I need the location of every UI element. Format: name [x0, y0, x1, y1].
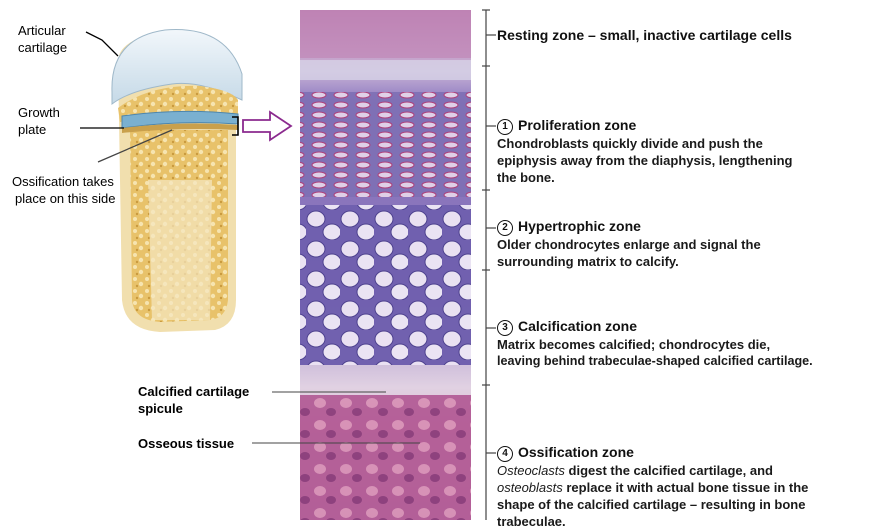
label-articular-line2: cartilage: [18, 39, 67, 56]
zone-text-line: surrounding matrix to calcify.: [497, 253, 872, 270]
number-badge: 1: [497, 119, 513, 135]
label-ossification-line2: place on this side: [12, 190, 115, 207]
label-ossification-line1: Ossification takes: [12, 173, 115, 190]
number-badge: 2: [497, 220, 513, 236]
zone-text-fragment: digest the calcified cartilage, and: [565, 463, 773, 478]
label-articular-cartilage: Articular cartilage: [18, 22, 67, 56]
label-growth-line2: plate: [18, 121, 60, 138]
number-badge: 4: [497, 446, 513, 462]
zone-brackets: [482, 10, 496, 520]
label-spicule-line2: spicule: [138, 400, 249, 417]
label-articular-line1: Articular: [18, 22, 67, 39]
label-growth-plate: Growth plate: [18, 104, 60, 138]
label-spicule-line1: Calcified cartilage: [138, 383, 249, 400]
zone-title: Proliferation zone: [518, 117, 636, 133]
label-ossification-side: Ossification takes place on this side: [12, 173, 115, 207]
zone-text-line: Matrix becomes calcified; chondrocytes d…: [497, 336, 875, 353]
label-calcified-spicule: Calcified cartilage spicule: [138, 383, 249, 417]
leader-articular: [86, 32, 118, 56]
osteoblasts-term: osteoblasts: [497, 480, 563, 495]
arrow-icon: [243, 112, 291, 140]
hypertrophic-zone: 2 Hypertrophic zone Older chondrocytes en…: [497, 218, 872, 270]
label-osseous-tissue: Osseous tissue: [138, 435, 234, 452]
zone-text-line: the bone.: [497, 169, 872, 186]
zone-text-line: epiphysis away from the diaphysis, lengt…: [497, 152, 872, 169]
zone-text-line: shape of the calcified cartilage – resul…: [497, 496, 872, 513]
proliferation-zone: 1 Proliferation zone Chondroblasts quickl…: [497, 117, 872, 186]
ossification-zone: 4 Ossification zone Osteoclasts digest th…: [497, 444, 872, 530]
bone-illustration: [112, 30, 242, 332]
label-growth-line1: Growth: [18, 104, 60, 121]
zone-text-fragment: replace it with actual bone tissue in th…: [563, 480, 809, 495]
zone-text-line: Chondroblasts quickly divide and push th…: [497, 135, 872, 152]
zone-title: Calcification zone: [518, 318, 637, 334]
resting-zone-label: Resting zone – small, inactive cartilage…: [497, 27, 792, 44]
number-badge: 3: [497, 320, 513, 336]
zone-text-line: leaving behind trabeculae-shaped calcifi…: [497, 353, 875, 370]
osteoclasts-term: Osteoclasts: [497, 463, 565, 478]
zone-text-line: trabeculae.: [497, 513, 872, 530]
zone-text-line: Older chondrocytes enlarge and signal th…: [497, 236, 872, 253]
calcification-zone: 3 Calcification zone Matrix becomes calci…: [497, 318, 875, 370]
zone-title: Hypertrophic zone: [518, 218, 641, 234]
zone-title: Ossification zone: [518, 444, 634, 460]
